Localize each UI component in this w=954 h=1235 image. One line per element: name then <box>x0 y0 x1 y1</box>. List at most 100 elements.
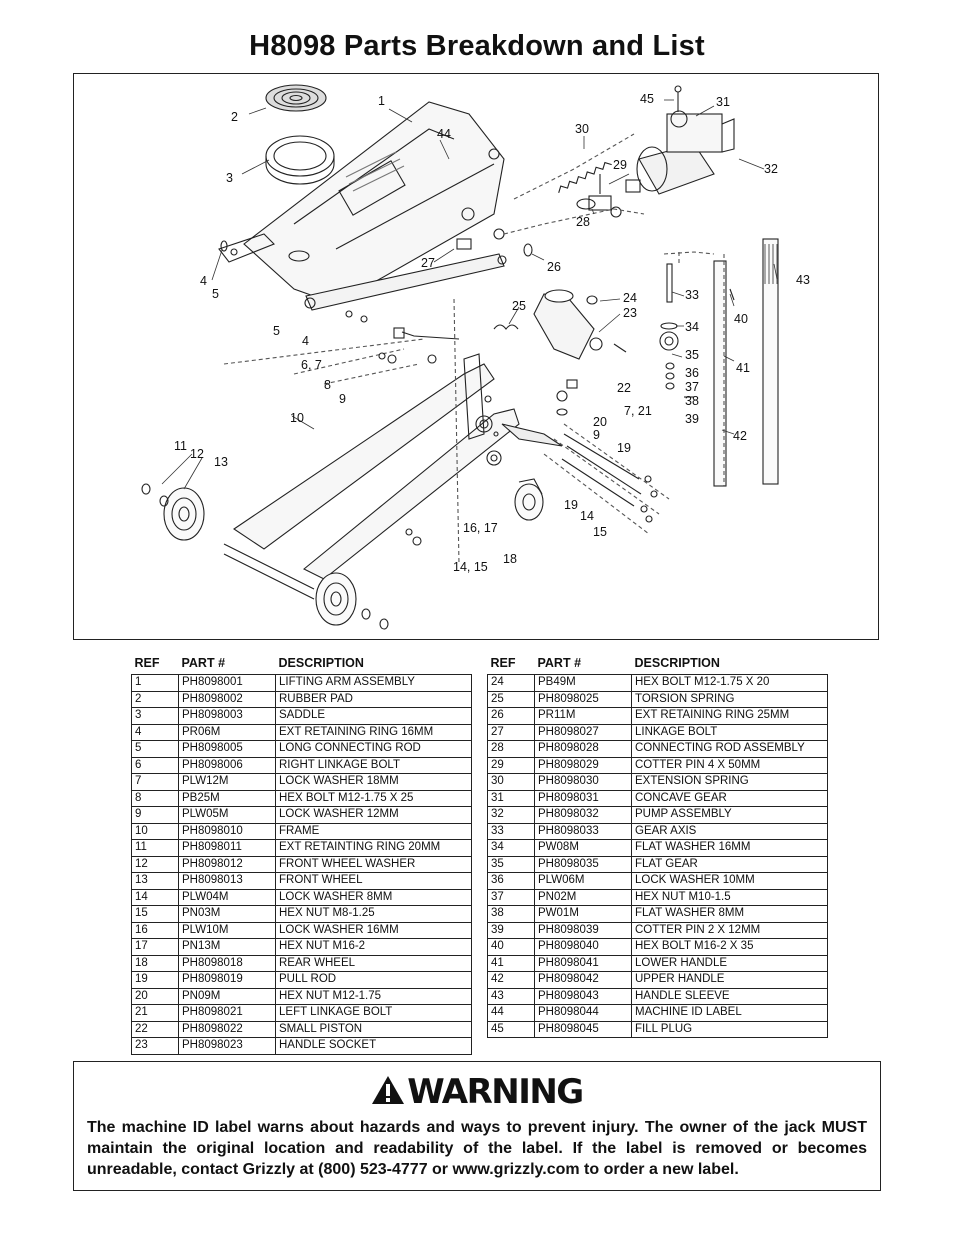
description-cell: EXT RETAINING RING 25MM <box>631 707 828 725</box>
description-cell: HEX NUT M16-2 <box>275 938 472 956</box>
description-cell: FRONT WHEEL WASHER <box>275 855 472 873</box>
description-cell: LONG CONNECTING ROD <box>275 740 472 758</box>
ref-cell: 45 <box>487 1020 535 1038</box>
description-cell: HEX BOLT M12-1.75 X 25 <box>275 789 472 807</box>
ref-cell: 36 <box>487 872 535 890</box>
ref-cell: 44 <box>487 1004 535 1022</box>
ref-cell: 5 <box>131 740 179 758</box>
ref-cell: 42 <box>487 971 535 989</box>
description-cell: HANDLE SOCKET <box>275 1037 472 1055</box>
part-number-cell: PH8098033 <box>534 822 632 840</box>
description-header: DESCRIPTION <box>278 656 364 670</box>
part-number-cell: PLW04M <box>178 888 276 906</box>
part-number-cell: PH8098032 <box>534 806 632 824</box>
ref-cell: 39 <box>487 921 535 939</box>
description-cell: PUMP ASSEMBLY <box>631 806 828 824</box>
ref-cell: 27 <box>487 723 535 741</box>
description-cell: COTTER PIN 4 X 50MM <box>631 756 828 774</box>
callout-label: 7, 21 <box>624 404 652 418</box>
part-number-cell: PLW05M <box>178 806 276 824</box>
handle-socket-drawing <box>533 289 603 360</box>
callout-label: 34 <box>685 320 699 334</box>
part-number-cell: PH8098044 <box>534 1004 632 1022</box>
ref-cell: 15 <box>131 905 179 923</box>
ref-cell: 13 <box>131 872 179 890</box>
fastener-drawings <box>220 238 658 546</box>
part-number-cell: PB49M <box>534 674 632 692</box>
callout-label: 43 <box>796 273 810 287</box>
description-cell: CONCAVE GEAR <box>631 789 828 807</box>
description-cell: GEAR AXIS <box>631 822 828 840</box>
callout-label: 18 <box>503 552 517 566</box>
ref-cell: 29 <box>487 756 535 774</box>
description-cell: HANDLE SLEEVE <box>631 987 828 1005</box>
callout-label: 19 <box>564 498 578 512</box>
ref-cell: 7 <box>131 773 179 791</box>
description-cell: HEX NUT M8-1.25 <box>275 905 472 923</box>
callout-label: 5 <box>212 287 219 301</box>
rubber-pad-drawing <box>265 84 327 112</box>
ref-cell: 19 <box>131 971 179 989</box>
pump-assembly-drawing <box>625 85 735 195</box>
description-cell: FRONT WHEEL <box>275 872 472 890</box>
callout-label: 41 <box>736 361 750 375</box>
part-number-cell: PH8098013 <box>178 872 276 890</box>
extension-spring-drawing <box>493 161 612 330</box>
description-header: DESCRIPTION <box>634 656 720 670</box>
callout-label: 25 <box>512 299 526 313</box>
description-cell: LOCK WASHER 16MM <box>275 921 472 939</box>
part-number-cell: PH8098011 <box>178 839 276 857</box>
warning-heading: WARNING <box>74 1072 880 1114</box>
callout-label: 9 <box>593 428 600 442</box>
part-number-cell: PH8098022 <box>178 1020 276 1038</box>
warning-message: The machine ID label warns about hazards… <box>87 1119 867 1178</box>
part-number-cell: PN09M <box>178 987 276 1005</box>
description-cell: FLAT WASHER 8MM <box>631 905 828 923</box>
part-number-cell: PH8098030 <box>534 773 632 791</box>
description-cell: HEX BOLT M12-1.75 X 20 <box>631 674 828 692</box>
callout-label: 37 <box>685 380 699 394</box>
connecting-rod-drawing <box>304 253 507 311</box>
callout-label: 31 <box>716 95 730 109</box>
description-cell: EXT RETAINING RING 16MM <box>275 723 472 741</box>
ref-cell: 41 <box>487 954 535 972</box>
ref-cell: 37 <box>487 888 535 906</box>
part-number-cell: PH8098023 <box>178 1037 276 1055</box>
callout-label: 20 <box>593 415 607 429</box>
ref-cell: 1 <box>131 674 179 692</box>
part-number-cell: PH8098006 <box>178 756 276 774</box>
ref-cell: 4 <box>131 723 179 741</box>
part-number-cell: PH8098043 <box>534 987 632 1005</box>
description-cell: LINKAGE BOLT <box>631 723 828 741</box>
callout-label: 1 <box>378 94 385 108</box>
ref-cell: 8 <box>131 789 179 807</box>
ref-cell: 9 <box>131 806 179 824</box>
callout-label: 30 <box>575 122 589 136</box>
lifting-arm-drawing <box>218 101 505 305</box>
jack-exploded-view <box>141 84 779 630</box>
description-cell: SMALL PISTON <box>275 1020 472 1038</box>
